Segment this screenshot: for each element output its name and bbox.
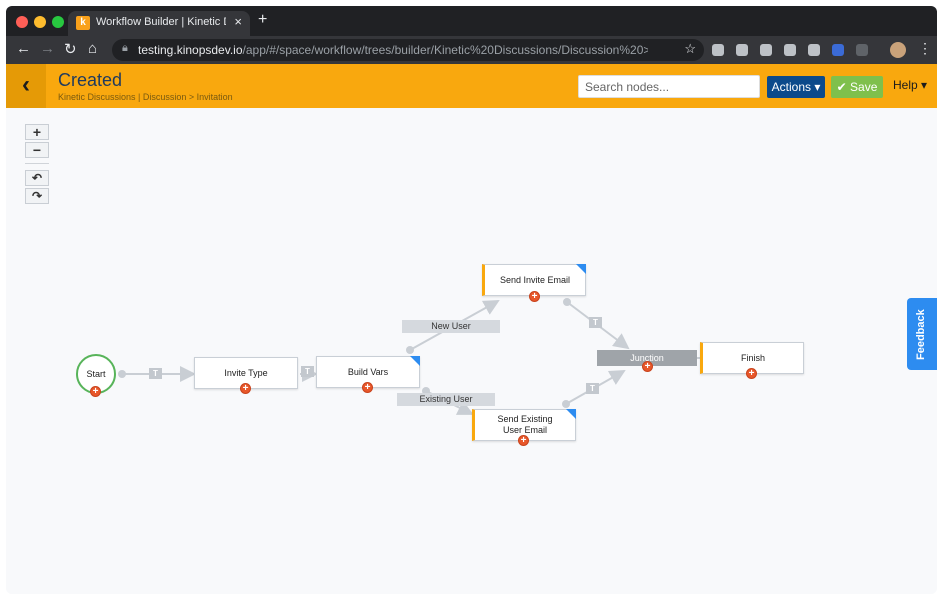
- search-nodes-input[interactable]: [578, 75, 760, 98]
- breadcrumb[interactable]: Kinetic Discussions | Discussion > Invit…: [58, 92, 233, 102]
- actions-button[interactable]: Actions ▾: [767, 76, 825, 98]
- node-junction[interactable]: Junction: [597, 350, 697, 366]
- node-send-invite-email[interactable]: Send Invite Email: [482, 264, 586, 296]
- workflow-canvas[interactable]: + − ↶ ↷ T T T T: [6, 108, 937, 594]
- help-button[interactable]: Help ▾: [893, 78, 928, 92]
- address-bar[interactable]: 🔒︎ testing.kinopsdev.io/app/#/space/work…: [112, 39, 704, 61]
- add-node-icon[interactable]: +: [518, 435, 529, 446]
- control-divider: [25, 163, 49, 164]
- connector-label-new-user[interactable]: New User: [402, 320, 500, 333]
- node-label: Finish: [740, 353, 765, 363]
- page-title: Created: [58, 70, 123, 90]
- node-flag-icon: [566, 409, 576, 419]
- browser-tab[interactable]: k Workflow Builder | Kinetic Discu ×: [68, 11, 250, 36]
- kinetic-favicon-icon: k: [76, 16, 90, 30]
- node-flag-icon: [410, 356, 420, 366]
- back-chevron-icon[interactable]: ‹: [6, 64, 46, 108]
- tab-bar: k Workflow Builder | Kinetic Discu × +: [6, 6, 937, 36]
- add-node-icon[interactable]: +: [529, 291, 540, 302]
- shield-extension-icon[interactable]: [760, 44, 772, 56]
- filter-icon[interactable]: T: [589, 317, 602, 328]
- zoom-out-button[interactable]: −: [25, 142, 49, 158]
- node-label: Send Existing User Email: [497, 414, 553, 435]
- puzzle-extension-icon[interactable]: [784, 44, 796, 56]
- undo-button[interactable]: ↶: [25, 170, 49, 186]
- minimize-window-button[interactable]: [34, 16, 46, 28]
- node-label: Build Vars: [347, 367, 389, 377]
- browser-window: k Workflow Builder | Kinetic Discu × + ←…: [6, 6, 937, 594]
- back-arrow-icon[interactable]: ←: [16, 40, 31, 57]
- new-tab-button[interactable]: +: [258, 11, 268, 28]
- filter-icon[interactable]: T: [586, 383, 599, 394]
- close-window-button[interactable]: [16, 16, 28, 28]
- navigation-bar: ← → ↻ ⌂ 🔒︎ testing.kinopsdev.io/app/#/sp…: [6, 36, 937, 64]
- gem-extension-icon[interactable]: [736, 44, 748, 56]
- feedback-tab[interactable]: Feedback: [907, 298, 937, 370]
- tab-close-icon[interactable]: ×: [234, 14, 242, 29]
- bookmark-star-icon[interactable]: ☆: [684, 41, 696, 56]
- add-node-icon[interactable]: +: [746, 368, 757, 379]
- node-label: Send Invite Email: [499, 275, 571, 285]
- lock-icon: 🔒︎: [122, 42, 128, 54]
- zoom-in-button[interactable]: +: [25, 124, 49, 140]
- add-node-icon[interactable]: +: [362, 382, 373, 393]
- url-host: testing.kinopsdev.io: [138, 43, 243, 57]
- filter-icon[interactable]: T: [301, 366, 314, 377]
- reload-icon[interactable]: ↻: [64, 41, 77, 58]
- info-extension-icon[interactable]: [856, 44, 868, 56]
- s-extension-icon[interactable]: [832, 44, 844, 56]
- circle-extension-icon[interactable]: [808, 44, 820, 56]
- maximize-window-button[interactable]: [52, 16, 64, 28]
- node-label: Invite Type: [224, 368, 268, 378]
- redo-button[interactable]: ↷: [25, 188, 49, 204]
- forward-arrow-icon[interactable]: →: [40, 40, 55, 57]
- add-node-icon[interactable]: +: [90, 386, 101, 397]
- add-node-icon[interactable]: +: [642, 361, 653, 372]
- save-button[interactable]: ✔ Save: [831, 76, 883, 98]
- add-node-icon[interactable]: +: [240, 383, 251, 394]
- camera-extension-icon[interactable]: [712, 44, 724, 56]
- tab-title: Workflow Builder | Kinetic Discu: [96, 16, 226, 28]
- more-vertical-icon[interactable]: ⋮: [918, 40, 932, 56]
- url-path: /app/#/space/workflow/trees/builder/Kine…: [242, 43, 648, 57]
- node-flag-icon: [576, 264, 586, 274]
- app-header: ‹ Created Kinetic Discussions | Discussi…: [6, 64, 937, 108]
- profile-avatar[interactable]: [890, 42, 906, 58]
- feedback-label: Feedback: [915, 309, 927, 360]
- connector-label-existing-user[interactable]: Existing User: [397, 393, 495, 406]
- home-icon[interactable]: ⌂: [88, 40, 98, 57]
- url-text: testing.kinopsdev.io/app/#/space/workflo…: [138, 43, 648, 57]
- filter-icon[interactable]: T: [149, 368, 162, 379]
